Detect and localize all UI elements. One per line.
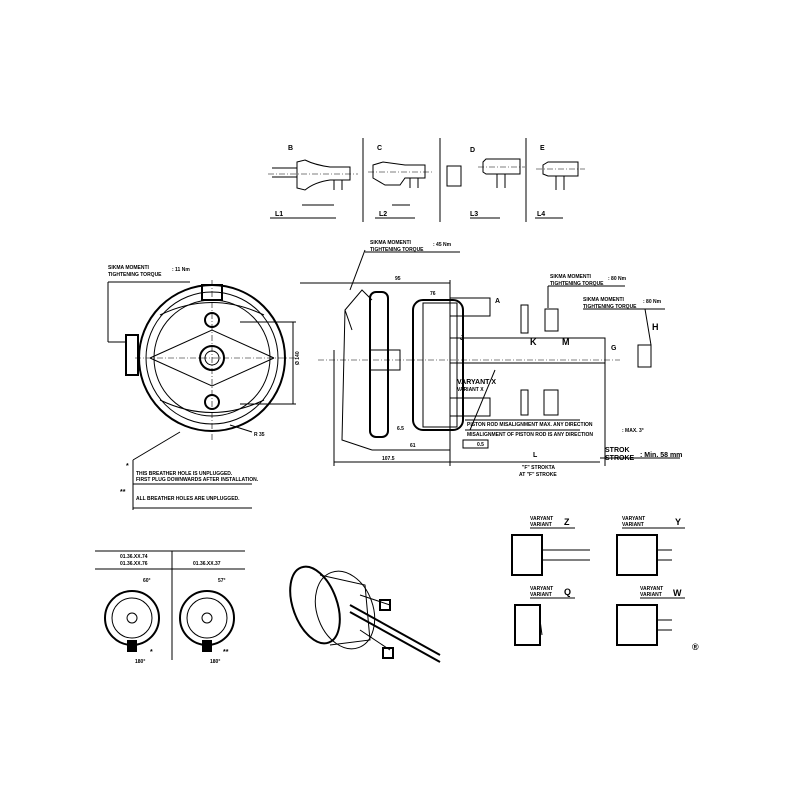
dim-radius: R 35 <box>254 432 265 438</box>
dim-6-5: 6.5 <box>397 426 404 432</box>
detail-letter: D <box>470 147 475 154</box>
note-text: THIS BREATHER HOLE IS UNPLUGGED. <box>136 471 233 477</box>
dim-107-5: 107.5 <box>382 456 395 462</box>
torque-value: : 11 Nm <box>172 267 190 273</box>
variant-label: VARYANT <box>530 516 553 522</box>
torque-label-en: TIGHTENING TORQUE <box>108 272 162 278</box>
torque-label: SIKMA MOMENTI <box>550 274 592 280</box>
dim-j: J <box>460 335 464 342</box>
note-mark: ** <box>223 649 229 656</box>
note-mark: ** <box>120 489 126 496</box>
stroke-label-en: STROKE <box>605 455 635 462</box>
dim-l: L <box>533 452 538 459</box>
detail-d: D L3 <box>446 147 525 219</box>
detail-length: L2 <box>379 211 387 218</box>
angle-label: 180° <box>135 659 145 665</box>
dim-g: G <box>611 345 617 352</box>
stroke-label: STROK <box>605 447 630 454</box>
detail-length: L1 <box>275 211 283 218</box>
stroke-note: AT "F" STROKE <box>519 472 557 478</box>
torque-label-en: TIGHTENING TORQUE <box>583 304 637 310</box>
torque-label: SIKMA MOMENTI <box>583 297 625 303</box>
note-mark: * <box>150 649 153 656</box>
variant-label: VARYANT <box>530 586 553 592</box>
torque-label-en: TIGHTENING TORQUE <box>370 247 424 253</box>
note-text: ALL BREATHER HOLES ARE UNPLUGGED. <box>136 496 240 502</box>
misalign-note: MISALIGNMENT OF PISTON ROD IS ANY DIRECT… <box>467 432 593 438</box>
dim-61: 61 <box>410 443 416 449</box>
dim-76: 76 <box>430 291 436 297</box>
misalign-note: PISTON ROD MISALIGNMENT MAX. ANY DIRECTI… <box>467 422 593 428</box>
front-view: SIKMA MOMENTI TIGHTENING TORQUE : 11 Nm … <box>107 265 301 510</box>
breather-table: 01.36.XX.74 01.36.XX.76 01.36.XX.37 60° … <box>95 550 245 665</box>
misalign-value: : MAX. 3° <box>622 428 644 434</box>
note-text: FIRST PLUG DOWNWARDS AFTER INSTALLATION. <box>136 477 259 483</box>
torque-label: SIKMA MOMENTI <box>370 240 412 246</box>
torque-label-en: TIGHTENING TORQUE <box>550 281 604 287</box>
product-perspective <box>289 565 441 663</box>
angle-label: 57° <box>218 578 226 584</box>
nut-m-label: M <box>562 337 570 347</box>
table-header: 01.36.XX.37 <box>193 561 221 567</box>
torque-label: SIKMA MOMENTI <box>108 265 150 271</box>
detail-b: B L1 <box>268 145 358 219</box>
variant-x-label-en: VARIANT X <box>457 387 484 393</box>
variants: VARYANT VARIANT Z VARYANT VARIANT Y VARY… <box>511 516 699 652</box>
dim-a: A <box>495 298 500 305</box>
stroke-value: : Min. 58 mm <box>640 452 682 459</box>
angle-label: 60° <box>143 578 151 584</box>
torque-value: : 45 Nm <box>433 242 452 248</box>
flatness-tolerance: 0.5 <box>477 442 484 448</box>
variant-letter: Q <box>564 587 571 597</box>
stroke-note: "F" STROKTA <box>522 465 555 471</box>
variant-label: VARYANT <box>640 586 663 592</box>
detail-e: E L4 <box>535 145 585 219</box>
detail-length: L4 <box>537 211 545 218</box>
detail-letter: C <box>377 145 382 152</box>
detail-row: B L1 C L2 D L3 E L4 <box>268 138 585 222</box>
detail-letter: B <box>288 145 293 152</box>
nut-k-label: K <box>530 337 537 347</box>
variant-label-en: VARIANT <box>640 592 662 598</box>
variant-letter: Y <box>675 517 681 527</box>
table-header: 01.36.XX.74 <box>120 554 148 560</box>
variant-label-en: VARIANT <box>530 522 552 528</box>
nut-details: K M H SIKMA MOMENTI TIGHTENING TORQUE : … <box>520 274 665 416</box>
brand-logo: ® <box>692 642 699 652</box>
dim-95: 95 <box>395 276 401 282</box>
detail-length: L3 <box>470 211 478 218</box>
variant-letter: W <box>673 588 682 598</box>
variant-x-label: VARYANT X <box>457 379 496 386</box>
side-view: SIKMA MOMENTI TIGHTENING TORQUE : 45 Nm … <box>300 240 682 478</box>
torque-h-value: : 80 Nm <box>643 299 662 305</box>
table-header: 01.36.XX.76 <box>120 561 148 567</box>
detail-letter: E <box>540 145 545 152</box>
torque-m-value: : 80 Nm <box>608 276 627 282</box>
angle-label: 180° <box>210 659 220 665</box>
detail-c: C L2 <box>368 145 432 219</box>
note-mark: * <box>126 463 129 470</box>
variant-label-en: VARIANT <box>530 592 552 598</box>
variant-label: VARYANT <box>622 516 645 522</box>
dim-height: Ø 140 <box>295 351 301 365</box>
nut-h-label: H <box>652 322 659 332</box>
variant-label-en: VARIANT <box>622 522 644 528</box>
variant-letter: Z <box>564 517 570 527</box>
